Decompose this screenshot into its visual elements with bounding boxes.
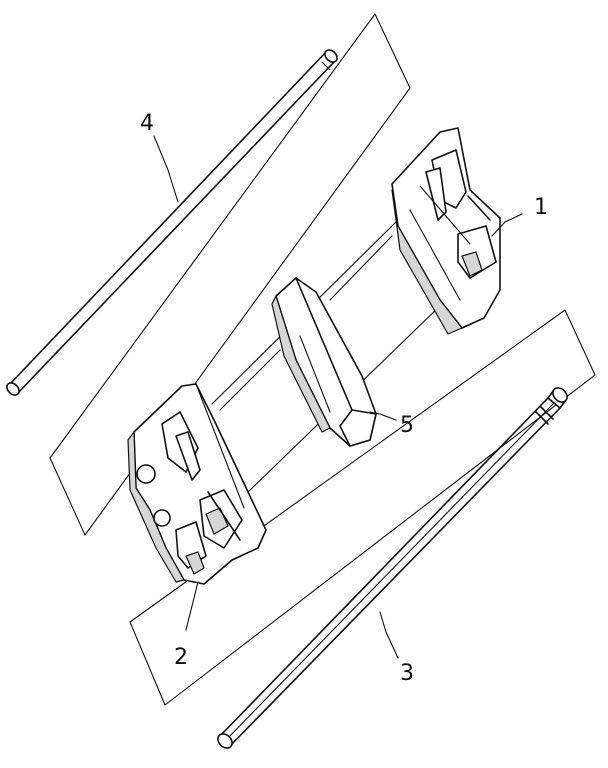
leader-3 bbox=[379, 611, 399, 659]
leader-lines bbox=[153, 135, 523, 659]
rod-4 bbox=[6, 49, 338, 396]
leader-5 bbox=[369, 411, 397, 421]
leader-2 bbox=[185, 581, 199, 631]
leader-4 bbox=[153, 135, 179, 203]
callout-label-3: 3 bbox=[400, 661, 414, 686]
clip-5 bbox=[271, 277, 377, 447]
callout-label-5: 5 bbox=[400, 413, 414, 438]
rod-4-enclosure bbox=[49, 13, 411, 536]
rod-3 bbox=[217, 387, 568, 749]
callout-label-1: 1 bbox=[534, 195, 548, 220]
callout-label-2: 2 bbox=[174, 645, 188, 670]
leader-1 bbox=[491, 213, 523, 237]
bracket-1 bbox=[391, 127, 501, 335]
bracket-2 bbox=[127, 383, 267, 585]
rod-3-enclosure bbox=[129, 309, 596, 706]
callout-label-4: 4 bbox=[140, 111, 154, 136]
